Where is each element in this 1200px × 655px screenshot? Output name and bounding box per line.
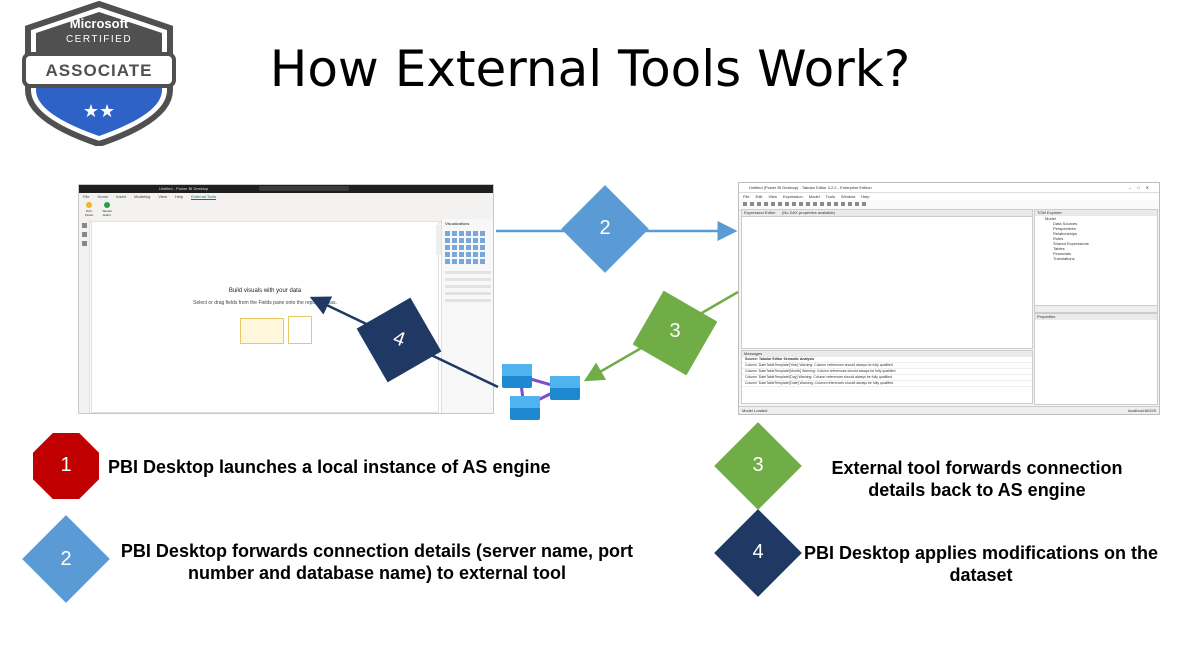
te-titlebar: Untitled (Power BI Desktop) - Tabular Ed… <box>739 183 1159 193</box>
te-tree-item: Translations <box>1053 256 1075 261</box>
pbi-tabular-editor-button: Tabular Editor <box>101 202 113 220</box>
te-menu-tools: Tools <box>825 194 836 199</box>
dax-studio-label: DAX Studio <box>84 209 94 217</box>
model-view-icon <box>81 241 87 246</box>
te-tom-explorer: TOM Explorer Model Data Sources Perspect… <box>1034 209 1158 306</box>
te-messages-pane: Messages Source: Tabular Editor Semantic… <box>741 350 1033 404</box>
te-status-left: Model Loaded <box>742 408 768 413</box>
te-expression-editor-label: Expression Editor <box>744 210 776 215</box>
pbi-visual-icons <box>442 228 493 267</box>
te-status-right: localhost:60229 <box>1127 408 1156 413</box>
page-title: How External Tools Work? <box>269 40 911 98</box>
pbi-menu-external-tools: External Tools <box>191 194 217 200</box>
te-message-row: Column 'DateTableTemplate'[Date] Warning… <box>742 381 1032 387</box>
te-window-controls: –□✕ <box>1129 185 1155 190</box>
te-expression-editor-title: Expression Editor (No DAX properties ava… <box>742 210 1032 217</box>
te-tree-item: Model <box>1045 216 1056 221</box>
te-tree-item: Roles <box>1053 236 1064 241</box>
legend-marker-4-label: 4 <box>752 541 764 563</box>
legend-text-3: External tool forwards connection detail… <box>831 458 1123 500</box>
te-tree-item: Perspectives <box>1053 226 1076 231</box>
te-statusbar: Model Loaded localhost:60229 <box>739 406 1159 414</box>
diagram-marker-2-label: 2 <box>599 217 611 239</box>
legend-text-2: PBI Desktop forwards connection details … <box>120 541 634 583</box>
te-menu-window: Window <box>841 194 856 199</box>
legend-text-1: PBI Desktop launches a local instance of… <box>108 457 551 477</box>
pbi-menubar: File Home Insert Modeling View Help Exte… <box>79 193 493 200</box>
te-expression-editor: Expression Editor (No DAX properties ava… <box>741 209 1033 349</box>
pbi-menu-help: Help <box>174 194 184 199</box>
pbi-canvas-illustration <box>240 316 312 344</box>
tabular-editor-label: Tabular Editor <box>102 209 112 217</box>
pbi-menu-home: Home <box>97 194 109 199</box>
pbi-menu-modeling: Modeling <box>134 194 151 199</box>
pbi-window-title: Untitled - Power BI Desktop <box>159 186 209 191</box>
te-tree-item: Tables <box>1053 246 1065 251</box>
pbi-canvas-subtext: Select or drag fields from the Fields pa… <box>193 300 337 306</box>
badge-line2: CERTIFIED <box>66 34 132 45</box>
te-message-row: Column 'DateTableTemplate'[Month] Warnin… <box>742 369 1032 375</box>
diagram-marker-3-label: 3 <box>669 320 681 342</box>
te-menu-expression: Expression <box>782 194 803 199</box>
badge-stars: ★★ <box>83 101 115 122</box>
tabular-editor-screenshot: Untitled (Power BI Desktop) - Tabular Ed… <box>738 182 1160 415</box>
legend-marker-1 <box>33 433 99 499</box>
te-properties-pane: Properties <box>1034 313 1158 405</box>
tabular-editor-icon <box>104 202 110 208</box>
te-messages-title: Messages <box>742 351 1032 357</box>
te-menu-model: Model <box>808 194 820 199</box>
microsoft-certified-associate-badge: Microsoft CERTIFIED ASSOCIATE ★★ <box>22 0 176 146</box>
pbi-menu-file: File <box>83 194 90 199</box>
te-tree-item: Relationships <box>1053 231 1078 236</box>
badge-line3: ASSOCIATE <box>46 61 153 80</box>
te-tom-tabs <box>1034 305 1158 313</box>
data-view-icon <box>81 232 87 237</box>
te-tom-explorer-title: TOM Explorer <box>1035 210 1157 216</box>
legend-text-4: PBI Desktop applies modifications on the… <box>803 543 1159 585</box>
te-menu-help: Help <box>861 194 870 199</box>
legend-marker-1-label: 1 <box>60 454 72 476</box>
te-menu-file: File <box>743 194 750 199</box>
pbi-view-switcher <box>79 219 90 413</box>
te-menubar: File Edit View Expression Model Tools Wi… <box>739 193 1159 200</box>
badge-line1: Microsoft <box>70 16 129 31</box>
pbi-fields-tab <box>436 225 441 255</box>
legend-marker-3-label: 3 <box>752 454 764 476</box>
te-tree-item: Shared Expressions <box>1053 241 1089 246</box>
te-tom-tree: Model Data Sources Perspectives Relation… <box>1035 216 1157 261</box>
pbi-pane-title: Visualizations <box>445 221 470 226</box>
legend-marker-2-label: 2 <box>60 548 72 570</box>
pbi-dax-studio-button: DAX Studio <box>83 202 95 220</box>
pbi-menu-view: View <box>158 194 167 199</box>
te-no-dax-label: (No DAX properties available) <box>782 210 835 215</box>
pbi-titlebar: Untitled - Power BI Desktop <box>79 185 493 193</box>
te-window-title: Untitled (Power BI Desktop) - Tabular Ed… <box>749 185 872 190</box>
te-menu-view: View <box>768 194 777 199</box>
pbi-menu-insert: Insert <box>116 194 127 199</box>
te-tree-item: Data Sources <box>1053 221 1078 226</box>
te-message-row: Column 'DateTableTemplate'[Day] Warning:… <box>742 375 1032 381</box>
te-message-row: Column 'DateTableTemplate'[Year] Warning… <box>742 363 1032 369</box>
pbi-search-box <box>259 186 349 191</box>
te-message-row: Source: Tabular Editor Semantic Analysis <box>742 357 1032 363</box>
dax-studio-icon <box>86 202 92 208</box>
pbi-canvas-heading: Build visuals with your data <box>228 288 302 294</box>
analysis-services-icon <box>502 364 580 420</box>
power-bi-desktop-screenshot: Untitled - Power BI Desktop File Home In… <box>78 184 494 414</box>
report-view-icon <box>81 223 87 228</box>
te-properties-title: Properties <box>1035 314 1157 320</box>
te-menu-edit: Edit <box>755 194 763 199</box>
te-tree-item: Financials <box>1053 251 1072 256</box>
